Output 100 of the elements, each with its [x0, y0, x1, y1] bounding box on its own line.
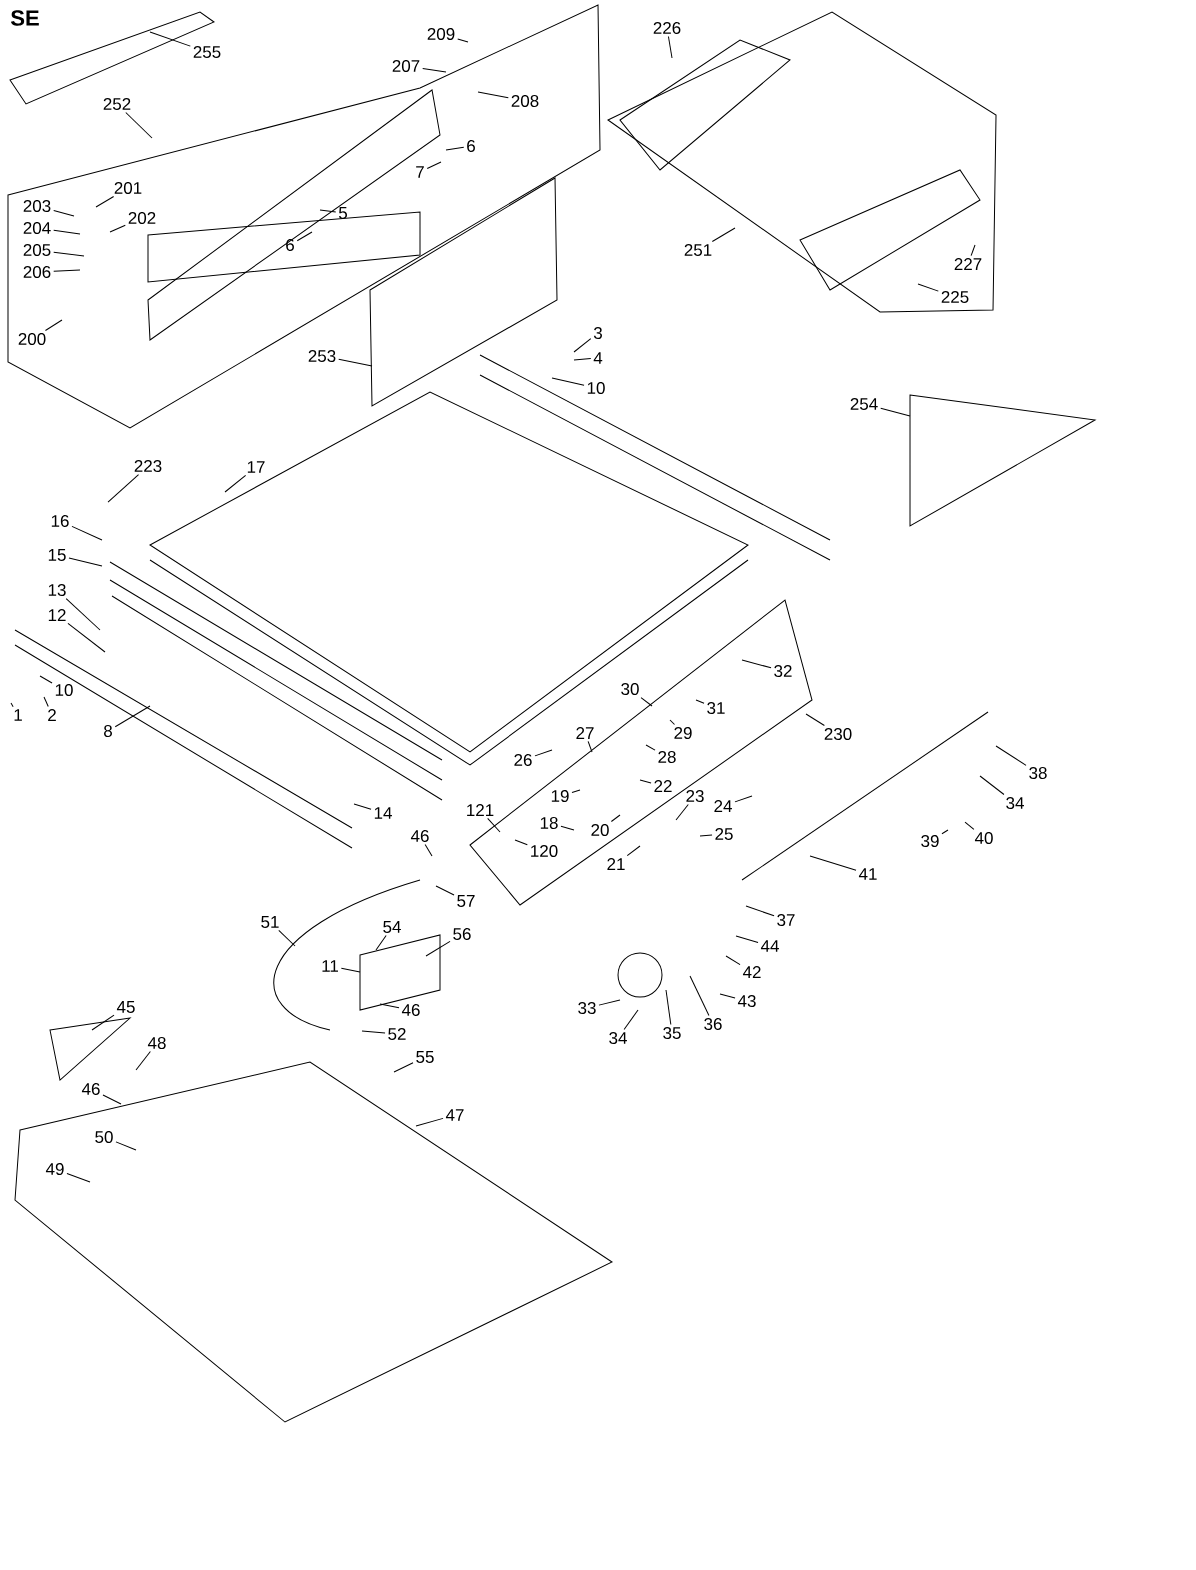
callout-number: 56: [453, 928, 471, 941]
leader-line: [445, 146, 465, 151]
callout-number: 205: [23, 244, 51, 256]
leader-line: [979, 775, 1005, 795]
leader-line: [745, 905, 775, 917]
callout-number: 57: [457, 895, 475, 907]
callout-number: 227: [954, 258, 982, 270]
leader-line: [224, 474, 247, 493]
leader-line: [457, 38, 469, 43]
callout-number: 253: [308, 350, 336, 363]
callout-number: 202: [128, 212, 156, 225]
leader-line: [65, 598, 101, 631]
leader-line: [725, 955, 741, 966]
leader-line: [44, 319, 63, 331]
leader-line: [598, 999, 621, 1006]
leader-line: [114, 705, 151, 728]
leader-line: [735, 935, 759, 943]
callout-number: 5: [338, 207, 347, 219]
leader-line: [435, 885, 455, 896]
leader-line: [319, 209, 337, 213]
leader-line: [487, 817, 501, 833]
callout-number: 46: [410, 830, 429, 843]
callout-number: 223: [134, 460, 162, 473]
callout-number: 30: [621, 683, 639, 696]
callout-number: 38: [1029, 767, 1047, 780]
callout-number: 54: [383, 921, 401, 933]
leader-line: [91, 1014, 115, 1031]
leader-line: [477, 91, 509, 99]
callout-number: 14: [374, 807, 392, 819]
leader-line: [571, 789, 581, 793]
callout-number: 207: [392, 60, 420, 72]
leader-line: [71, 525, 103, 541]
callout-number: 43: [737, 995, 756, 1008]
leader-line: [610, 814, 621, 822]
callout-number: 10: [55, 684, 73, 697]
leader-line: [534, 749, 553, 757]
leader-line: [626, 845, 641, 857]
callout-number: 52: [388, 1028, 406, 1041]
leader-line: [107, 474, 140, 503]
leader-line: [573, 338, 592, 353]
leader-line: [53, 269, 81, 272]
callout-number: 41: [858, 868, 877, 880]
leader-line: [422, 68, 447, 73]
callout-number: 255: [193, 46, 221, 58]
callout-number: 40: [974, 832, 993, 845]
leader-line: [125, 112, 153, 139]
leader-line: [95, 196, 115, 208]
leader-line: [587, 740, 593, 753]
callout-number: 44: [760, 940, 779, 952]
leader-line: [640, 697, 653, 707]
leader-line: [639, 779, 652, 784]
leader-line: [695, 699, 705, 704]
leader-line: [135, 1051, 151, 1071]
callout-number: 28: [658, 751, 676, 764]
leader-line: [278, 929, 296, 947]
callout-number: 209: [427, 28, 455, 40]
callout-number: 34: [609, 1032, 627, 1045]
callout-number: 204: [23, 222, 51, 234]
leader-line: [379, 1003, 400, 1009]
leader-line: [10, 702, 14, 708]
callout-number: 19: [551, 790, 569, 803]
leader-line: [741, 659, 772, 669]
leader-line: [734, 795, 753, 803]
callout-number: 201: [114, 182, 142, 194]
leader-line: [667, 36, 673, 59]
leader-line: [805, 713, 825, 726]
leader-line: [964, 821, 975, 830]
callout-number: 121: [467, 804, 494, 816]
leader-line: [53, 251, 85, 257]
leader-line: [109, 224, 126, 233]
leader-line: [53, 229, 81, 235]
callout-number: 120: [531, 845, 558, 858]
leader-line: [623, 1009, 639, 1030]
callout-number: 251: [684, 244, 712, 256]
leader-line: [665, 989, 672, 1025]
callout-number: 51: [261, 916, 279, 928]
callout-number: 200: [18, 333, 46, 346]
series-code: SE: [10, 10, 39, 26]
leader-line: [560, 825, 575, 831]
callout-number: 11: [322, 960, 338, 972]
callout-number: 6: [286, 239, 294, 252]
callout-number: 203: [23, 200, 51, 212]
callout-number: 45: [116, 1001, 135, 1013]
callout-number: 252: [103, 98, 131, 110]
callout-number: 35: [663, 1027, 681, 1040]
callout-number: 13: [48, 584, 66, 597]
callout-number: 20: [591, 824, 609, 837]
callout-number: 39: [921, 835, 939, 848]
callout-number: 2: [48, 709, 56, 721]
leader-line: [719, 993, 736, 999]
leader-line: [296, 231, 313, 242]
leader-line: [669, 719, 675, 725]
callout-number: 32: [774, 665, 792, 678]
callout-number: 1: [14, 709, 22, 721]
leader-line: [43, 696, 49, 708]
callout-number: 21: [607, 858, 625, 870]
callout-number: 36: [704, 1018, 722, 1031]
leader-line: [115, 1141, 137, 1151]
callout-number: 55: [416, 1051, 434, 1063]
callout-number: 17: [247, 461, 265, 473]
